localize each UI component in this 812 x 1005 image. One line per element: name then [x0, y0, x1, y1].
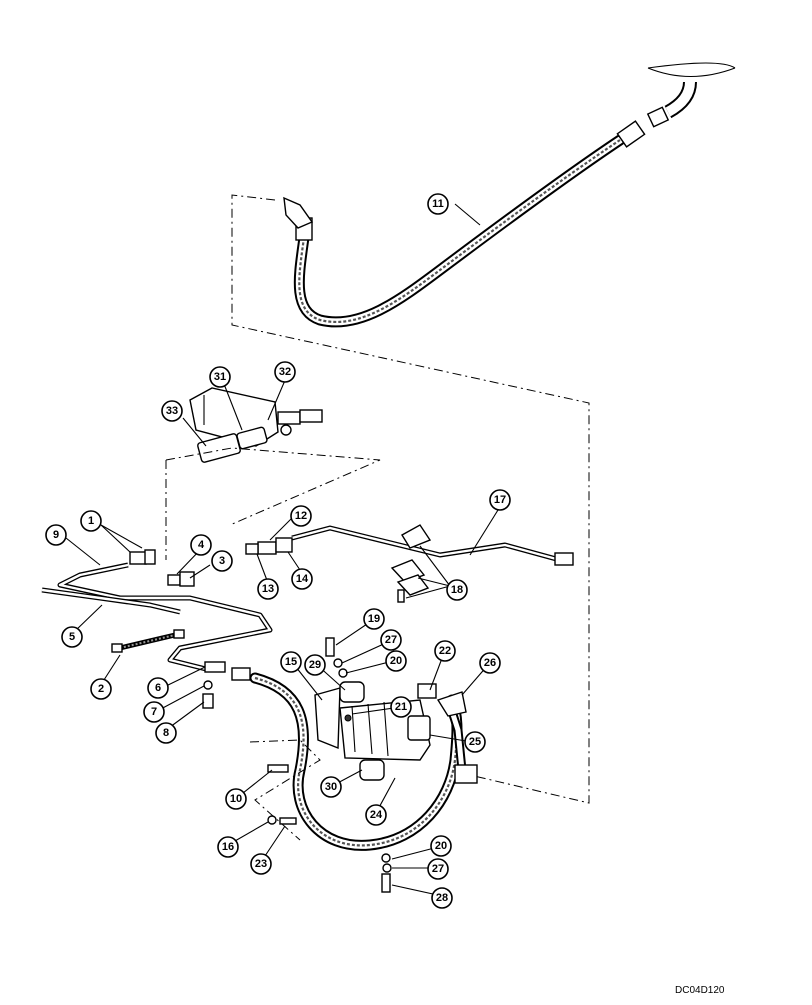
tube-9	[57, 562, 273, 673]
callout-16-label: 16	[222, 841, 234, 853]
callout-28: 28	[431, 887, 453, 909]
callout-25: 25	[464, 731, 486, 753]
callout-20: 20	[385, 650, 407, 672]
callout-33-label: 33	[166, 405, 178, 417]
bolts-10-16-23	[267, 764, 297, 825]
callout-27: 27	[380, 629, 402, 651]
callout-5-label: 5	[69, 631, 75, 643]
callout-23: 23	[250, 853, 272, 875]
callout-31-label: 31	[214, 371, 226, 383]
callout-1-label: 1	[88, 515, 94, 527]
callout-33: 33	[161, 400, 183, 422]
callout-27-label: 27	[385, 634, 397, 646]
callout-7: 7	[143, 701, 165, 723]
clamp-6-7-8	[202, 661, 226, 709]
callout-4: 4	[190, 534, 212, 556]
callout-8: 8	[155, 722, 177, 744]
drawing-code: DC04D120	[675, 985, 725, 996]
callout-11-label: 11	[432, 198, 444, 210]
callout-29: 29	[304, 654, 326, 676]
callout-26: 26	[479, 652, 501, 674]
callout-6-label: 6	[155, 682, 161, 694]
fitting-main-hose	[231, 667, 251, 681]
callout-25-label: 25	[469, 736, 481, 748]
hose-26	[436, 691, 478, 784]
callout-23-label: 23	[255, 858, 267, 870]
callout-22-label: 22	[439, 645, 451, 657]
pump-outline	[249, 739, 321, 841]
callout-27-lower-label: 27	[432, 863, 444, 875]
callout-18-label: 18	[451, 584, 463, 596]
callout-14-label: 14	[296, 573, 309, 585]
assembly-outline	[231, 194, 590, 804]
callout-10-label: 10	[230, 793, 242, 805]
valve-block	[189, 387, 323, 463]
callout-12: 12	[290, 505, 312, 527]
hose-11	[283, 120, 646, 328]
callout-19: 19	[363, 608, 385, 630]
valve-outline	[165, 447, 381, 526]
callout-30: 30	[320, 776, 342, 798]
callout-12-label: 12	[295, 510, 307, 522]
callout-24: 24	[365, 804, 387, 826]
callout-9: 9	[45, 524, 67, 546]
callout-1: 1	[80, 510, 102, 532]
fittings-12-13-14	[245, 537, 293, 555]
callout-15: 15	[280, 651, 302, 673]
callout-19-label: 19	[368, 613, 380, 625]
callout-2-label: 2	[98, 683, 104, 695]
callout-15-label: 15	[285, 656, 297, 668]
callout-20-lower-label: 20	[435, 840, 447, 852]
callout-4-label: 4	[198, 539, 205, 551]
callout-20-lower: 20	[430, 835, 452, 857]
callout-7-label: 7	[151, 706, 157, 718]
callout-21: 21	[390, 696, 412, 718]
callout-14: 14	[291, 568, 313, 590]
callout-18: 18	[446, 579, 468, 601]
clamp-18	[390, 524, 432, 603]
callout-8-label: 8	[163, 727, 169, 739]
callout-17: 17	[489, 489, 511, 511]
callout-32: 32	[274, 361, 296, 383]
callout-13: 13	[257, 578, 279, 600]
callout-17-label: 17	[494, 494, 506, 506]
callout-2: 2	[90, 678, 112, 700]
callout-24-label: 24	[370, 809, 383, 821]
callout-31: 31	[209, 366, 231, 388]
callout-20-label: 20	[390, 655, 402, 667]
callout-30-label: 30	[325, 781, 337, 793]
tank-outlet	[646, 62, 736, 128]
bolt-stack-19	[325, 637, 348, 678]
callout-16: 16	[217, 836, 239, 858]
callout-5: 5	[61, 626, 83, 648]
callout-10: 10	[225, 788, 247, 810]
callout-3: 3	[211, 550, 233, 572]
pump-assembly	[314, 681, 437, 781]
callout-32-label: 32	[279, 366, 291, 378]
callout-22: 22	[434, 640, 456, 662]
tube-17	[291, 525, 574, 566]
callout-29-label: 29	[309, 659, 321, 671]
callout-11: 11	[427, 193, 449, 215]
callout-13-label: 13	[262, 583, 274, 595]
fittings-1-3-4	[129, 549, 195, 587]
callout-26-label: 26	[484, 657, 496, 669]
tube-5	[41, 587, 181, 615]
main-hose	[249, 672, 463, 851]
hose-2	[111, 629, 185, 653]
callout-28-label: 28	[436, 892, 448, 904]
callout-9-label: 9	[53, 529, 59, 541]
callout-21-label: 21	[395, 701, 407, 713]
callout-3-label: 3	[219, 555, 225, 567]
callout-27-lower: 27	[427, 858, 449, 880]
bolts-20-27-28	[381, 853, 392, 893]
callout-6: 6	[147, 677, 169, 699]
